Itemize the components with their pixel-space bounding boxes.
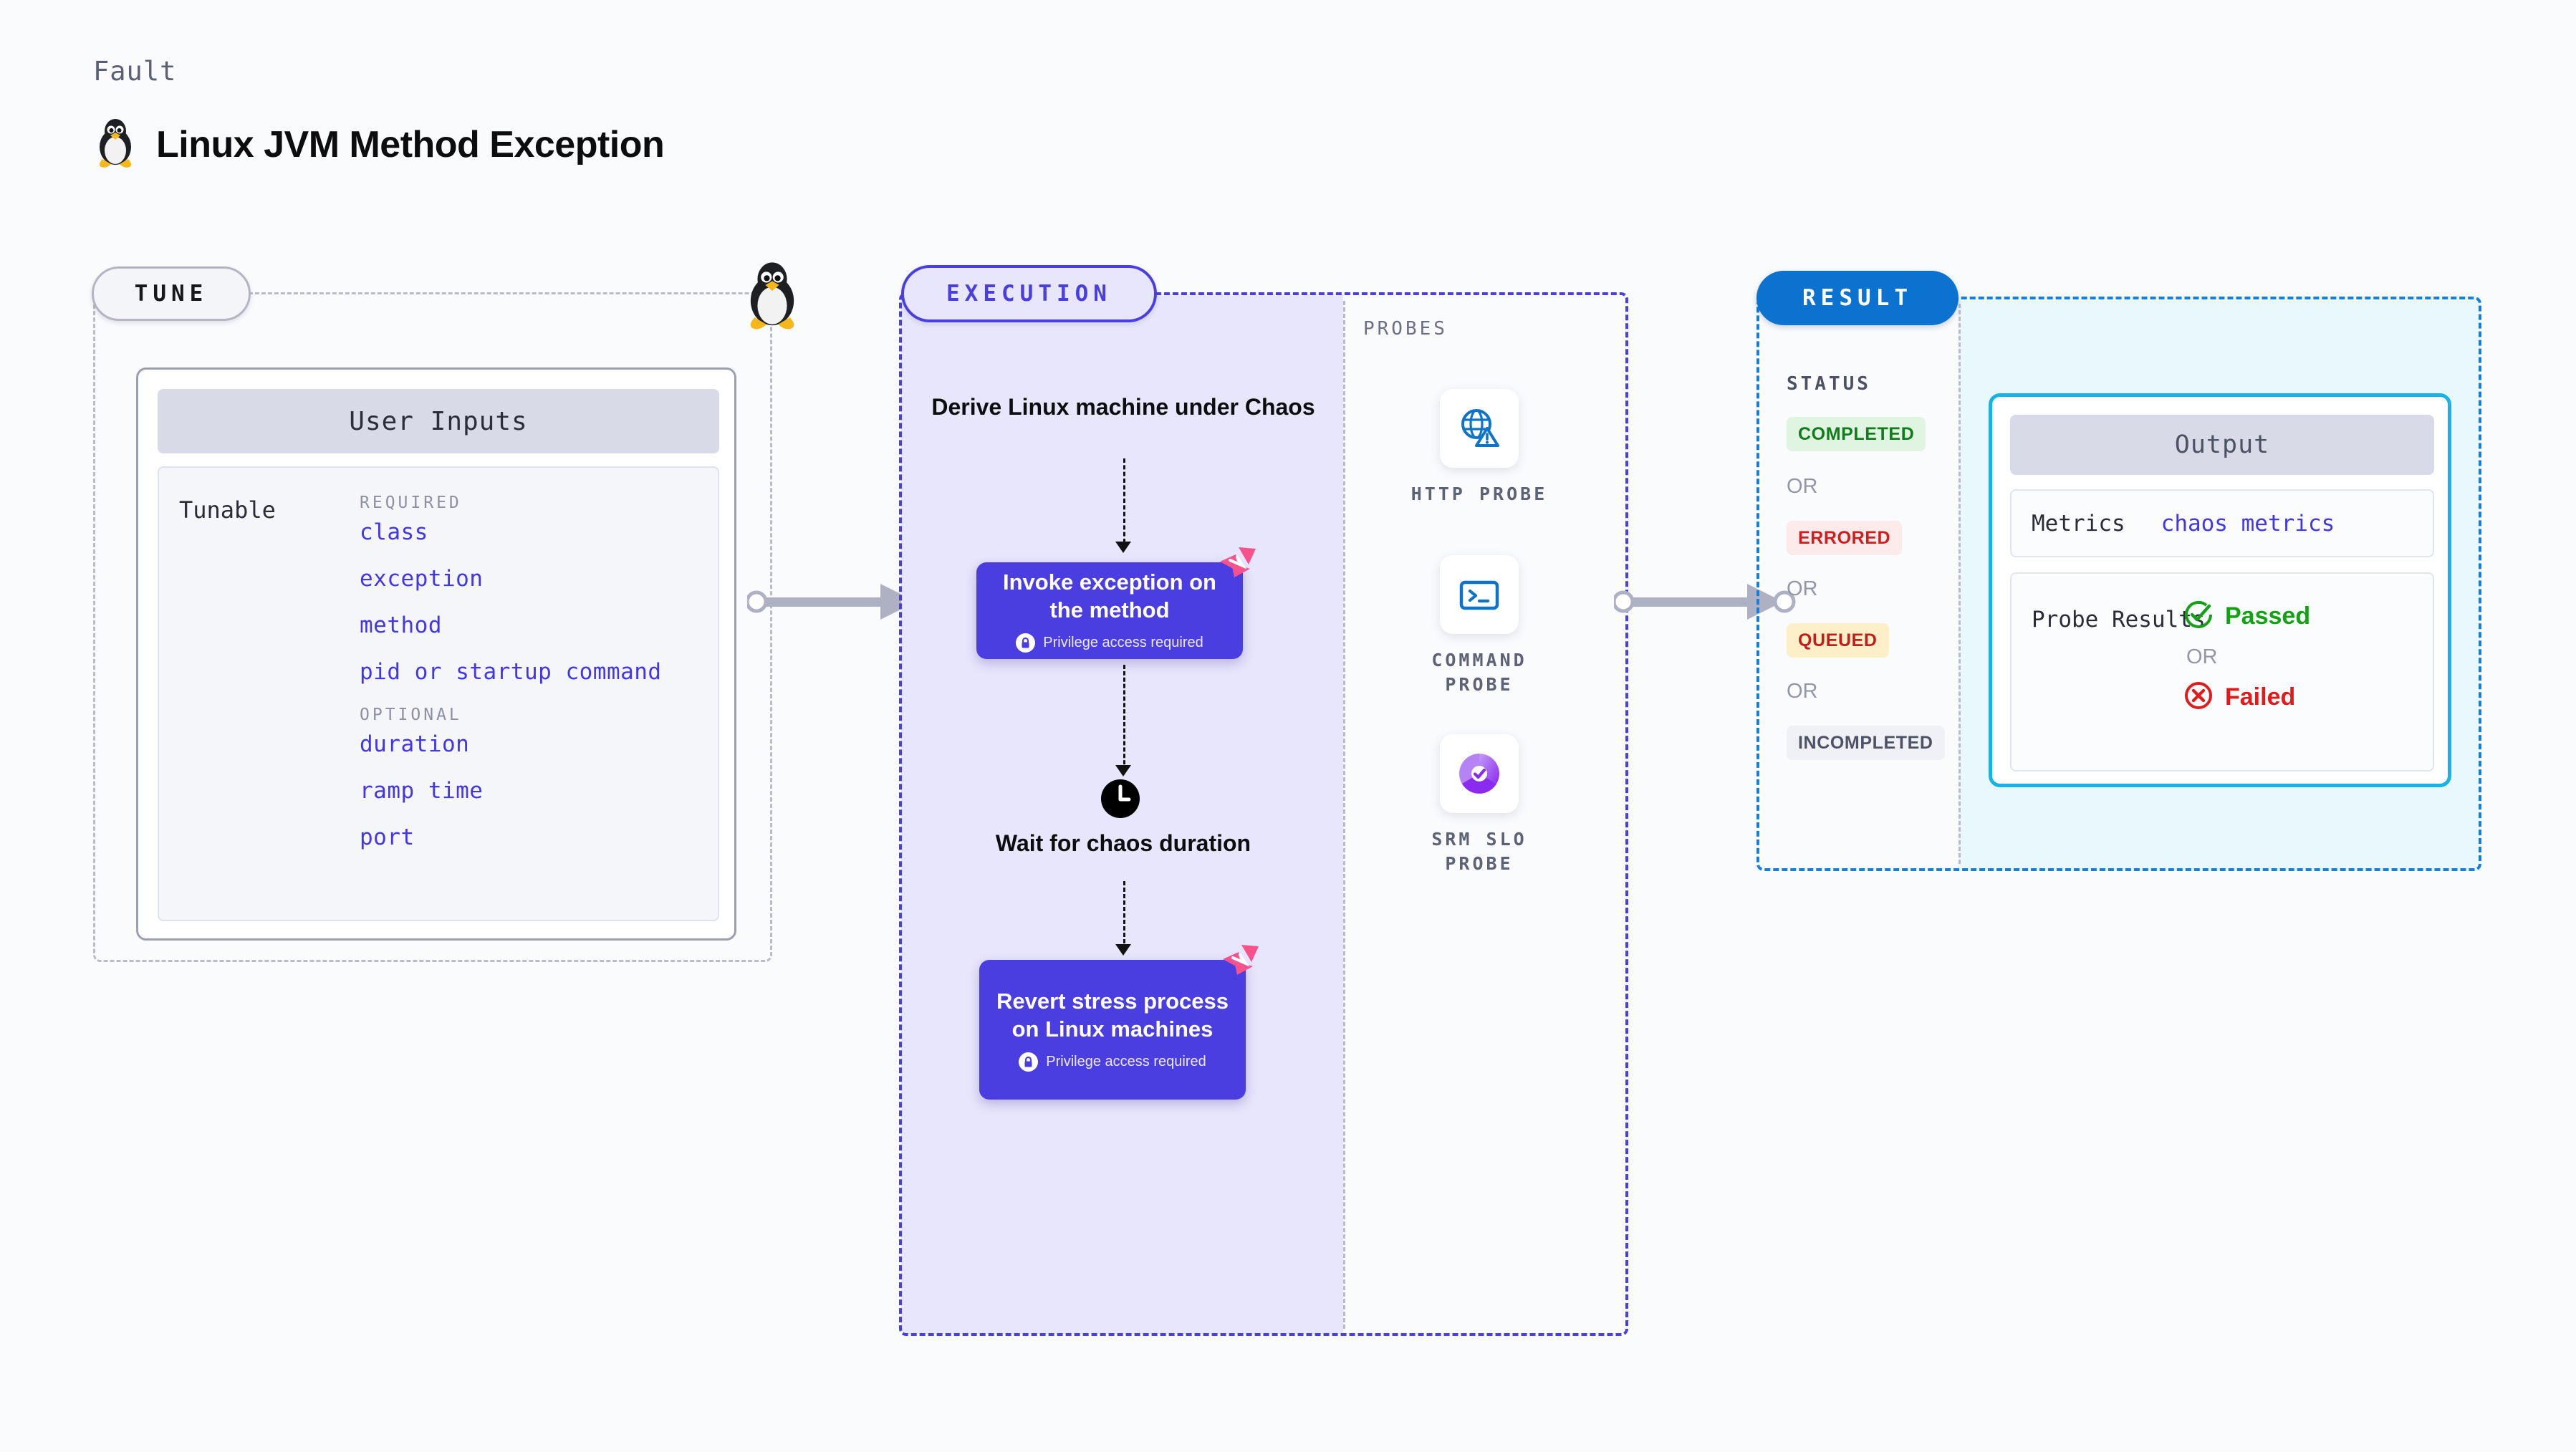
check-circle-icon bbox=[2183, 600, 2214, 633]
probe-result-passed: Passed bbox=[2183, 600, 2310, 633]
connector-execution-to-result bbox=[1612, 577, 1800, 627]
tune-pill[interactable]: TUNE bbox=[92, 266, 251, 321]
result-divider bbox=[1959, 304, 1961, 864]
page-title: Linux JVM Method Exception bbox=[156, 124, 665, 165]
probe-srm-slo[interactable]: SRM SLO PROBE bbox=[1400, 734, 1558, 876]
flow-arrow-line bbox=[1123, 458, 1125, 543]
user-inputs-card: User Inputs Tunable REQUIRED class excep… bbox=[136, 367, 736, 941]
flow-arrow-head bbox=[1115, 944, 1131, 956]
execution-card-invoke-exception[interactable]: Invoke exception on the method Privilege… bbox=[976, 547, 1256, 659]
tunable-label: Tunable bbox=[179, 496, 276, 524]
probe-results-values: Passed OR Failed bbox=[2183, 600, 2310, 713]
x-circle-icon bbox=[2183, 681, 2214, 713]
probe-label: SRM SLO PROBE bbox=[1431, 829, 1527, 874]
status-badge-errored: ERRORED bbox=[1787, 521, 1903, 555]
probe-http[interactable]: HTTP PROBE bbox=[1400, 389, 1558, 506]
tune-region bbox=[93, 292, 772, 962]
tunable-item[interactable]: pid or startup command bbox=[360, 659, 662, 685]
flow-arrow-line bbox=[1123, 881, 1125, 950]
status-badge-queued: QUEUED bbox=[1787, 623, 1889, 658]
tunable-item[interactable]: class bbox=[360, 519, 428, 545]
probe-result-failed-label: Failed bbox=[2225, 683, 2296, 711]
probe-command[interactable]: COMMAND PROBE bbox=[1400, 555, 1558, 697]
litmus-logo-icon bbox=[1220, 942, 1261, 984]
metrics-value[interactable]: chaos metrics bbox=[2161, 510, 2335, 537]
execution-card-title: Revert stress process on Linux machines bbox=[996, 988, 1229, 1042]
probe-result-or-label: OR bbox=[2186, 645, 2218, 668]
execution-step-derive: Derive Linux machine under Chaos bbox=[931, 394, 1315, 420]
status-section-label: STATUS bbox=[1787, 373, 1871, 395]
flow-arrow-head bbox=[1115, 765, 1131, 777]
flow-arrow-head bbox=[1115, 542, 1131, 553]
output-card: Output Metrics chaos metrics Probe Resul… bbox=[1989, 393, 2451, 787]
slo-donut-check-icon bbox=[1440, 734, 1519, 813]
lock-icon bbox=[1016, 633, 1036, 653]
lock-icon bbox=[1019, 1052, 1039, 1072]
user-inputs-title: User Inputs bbox=[158, 389, 719, 453]
result-region bbox=[1756, 297, 2481, 871]
execution-card-title: Invoke exception on the method bbox=[1002, 569, 1216, 622]
metrics-row: Metrics chaos metrics bbox=[2010, 489, 2434, 557]
clock-icon bbox=[1100, 778, 1141, 819]
globe-warning-icon bbox=[1440, 389, 1519, 468]
tunable-group-label: OPTIONAL bbox=[360, 706, 462, 724]
probe-results-row: Probe Results Passed OR bbox=[2010, 572, 2434, 771]
execution-pill[interactable]: EXECUTION bbox=[901, 265, 1157, 322]
status-badge-incompleted: INCOMPLETED bbox=[1787, 726, 1945, 760]
tunable-list: REQUIRED class exception method pid or s… bbox=[360, 484, 696, 871]
linux-tux-penguin-icon bbox=[741, 261, 803, 330]
metrics-key: Metrics bbox=[2032, 510, 2125, 537]
tunable-item[interactable]: method bbox=[360, 612, 442, 638]
output-card-title: Output bbox=[2010, 415, 2434, 475]
flow-arrow-line bbox=[1123, 665, 1125, 771]
status-or-label: OR bbox=[1787, 680, 1818, 703]
tunable-item[interactable]: ramp time bbox=[360, 778, 484, 804]
page-header: Linux JVM Method Exception bbox=[93, 118, 665, 171]
tunable-item[interactable]: duration bbox=[360, 731, 470, 757]
probe-results-key: Probe Results bbox=[2032, 607, 2206, 633]
tunable-group-label: REQUIRED bbox=[360, 494, 462, 512]
probe-result-passed-label: Passed bbox=[2225, 602, 2311, 630]
status-badge-completed: COMPLETED bbox=[1787, 417, 1926, 451]
execution-probes-divider bbox=[1343, 301, 1345, 1329]
linux-tux-penguin-icon bbox=[93, 118, 138, 171]
privilege-note-text: Privilege access required bbox=[1043, 635, 1203, 651]
probe-result-failed: Failed bbox=[2183, 681, 2310, 713]
page-eyebrow: Fault bbox=[93, 56, 177, 87]
execution-card-revert-stress[interactable]: Revert stress process on Linux machines … bbox=[979, 945, 1259, 1100]
tunable-item[interactable]: port bbox=[360, 824, 415, 850]
result-pill[interactable]: RESULT bbox=[1756, 271, 1959, 325]
probe-label: HTTP PROBE bbox=[1410, 484, 1548, 504]
terminal-icon bbox=[1440, 555, 1519, 634]
status-or-label: OR bbox=[1787, 577, 1818, 600]
execution-probes-region bbox=[899, 292, 1628, 1336]
litmus-logo-icon bbox=[1217, 544, 1259, 586]
privilege-note: Privilege access required bbox=[1019, 1052, 1206, 1072]
execution-step-wait: Wait for chaos duration bbox=[995, 830, 1251, 856]
tunable-item[interactable]: exception bbox=[360, 566, 484, 592]
privilege-note: Privilege access required bbox=[1016, 633, 1203, 653]
tunable-box: Tunable REQUIRED class exception method … bbox=[158, 466, 719, 921]
privilege-note-text: Privilege access required bbox=[1046, 1054, 1206, 1070]
probe-label: COMMAND PROBE bbox=[1431, 650, 1527, 695]
status-or-label: OR bbox=[1787, 475, 1818, 498]
probes-section-label: PROBES bbox=[1363, 318, 1448, 340]
